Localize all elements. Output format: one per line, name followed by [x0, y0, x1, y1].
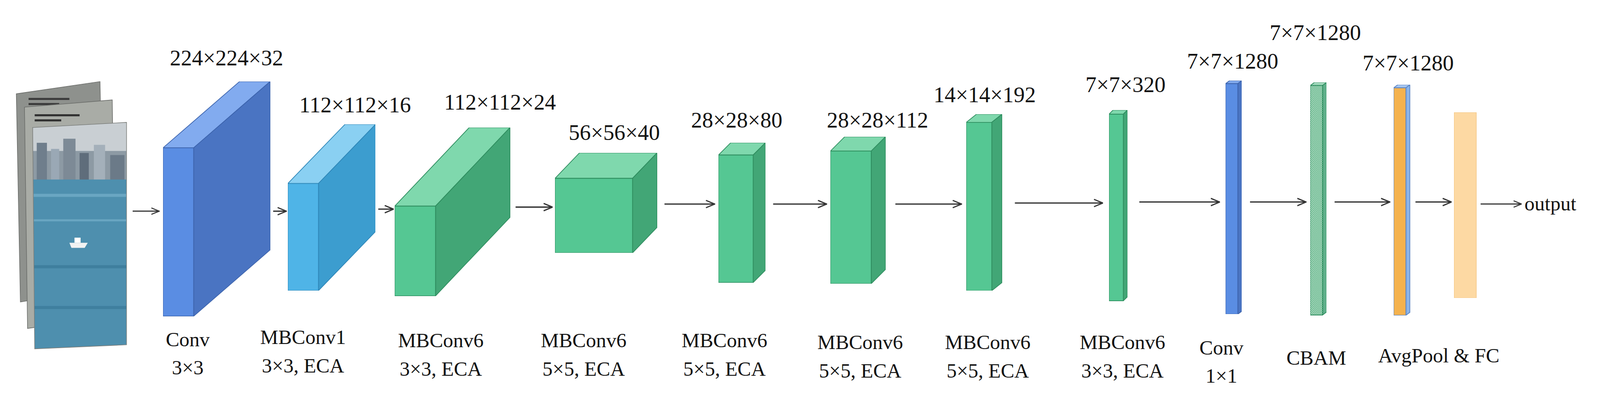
layer-caption: MBConv6 3×3, ECA — [387, 326, 494, 384]
block-shape — [394, 127, 510, 297]
layer-block: 112×112×16MBConv1 3×3, ECA — [287, 124, 376, 291]
layer-block: 112×112×24MBConv6 3×3, ECA — [394, 127, 510, 297]
layer-block: 7×7×1280 — [1393, 84, 1410, 316]
block-side — [1406, 84, 1411, 316]
dimension-label: 7×7×1280 — [1269, 17, 1361, 48]
block-front — [394, 206, 436, 297]
block-front — [1393, 87, 1407, 316]
output-arrow — [1480, 203, 1522, 205]
dimension-label: 224×224×32 — [169, 42, 284, 74]
flow-arrow — [1015, 202, 1104, 204]
flow-arrow — [1249, 201, 1307, 203]
block-shape — [1393, 84, 1410, 316]
block-side — [753, 142, 766, 283]
flow-arrow — [773, 203, 827, 205]
layer-caption: AvgPool & FC — [1378, 341, 1500, 371]
block-front — [163, 147, 194, 317]
flow-arrow — [1415, 201, 1452, 203]
flow-arrow — [273, 210, 287, 212]
dimension-label: 56×56×40 — [568, 116, 660, 148]
dimension-label: 28×28×80 — [691, 105, 783, 136]
block-front — [554, 178, 633, 254]
layer-block: 7×7×1280Conv 1×1 — [1225, 80, 1242, 315]
block-side — [871, 136, 886, 284]
block-shape — [554, 152, 658, 253]
output-label: output — [1524, 189, 1577, 219]
layer-block: 56×56×40MBConv6 5×5, ECA — [554, 152, 658, 253]
block-shape — [163, 81, 271, 317]
flow-arrow — [1334, 201, 1390, 203]
block-shape — [966, 114, 1003, 291]
block-front — [1225, 83, 1238, 315]
layer-block: 7×7×320MBConv6 3×3, ECA — [1109, 110, 1128, 301]
block-shape — [830, 136, 886, 284]
layer-caption: MBConv6 5×5, ECA — [671, 326, 778, 384]
input-arrow — [132, 210, 160, 212]
block-shape — [287, 124, 376, 291]
block-side — [992, 114, 1003, 291]
dimension-label: 14×14×192 — [933, 79, 1036, 111]
dimension-label: 7×7×320 — [1085, 69, 1166, 100]
dimension-label: 7×7×1280 — [1362, 47, 1454, 79]
dimension-label: 7×7×1280 — [1186, 45, 1279, 77]
block-side — [435, 127, 511, 297]
block-side — [632, 152, 658, 253]
block-front — [1454, 112, 1477, 298]
block-side — [1322, 82, 1327, 316]
layer-caption: MBConv6 3×3, ECA — [1069, 328, 1176, 386]
layer-block: 7×7×1280CBAM — [1310, 82, 1327, 316]
flow-arrow — [515, 206, 553, 208]
block-front — [287, 183, 319, 292]
layer-block: AvgPool & FC — [1454, 112, 1477, 298]
photo-stack — [16, 81, 129, 353]
block-front — [1310, 85, 1323, 316]
block-shape — [1109, 110, 1128, 301]
layer-block: 14×14×192MBConv6 5×5, ECA — [966, 114, 1003, 291]
block-side — [318, 124, 376, 291]
block-side — [1123, 110, 1128, 301]
block-shape — [1225, 80, 1242, 315]
block-front — [966, 122, 992, 292]
layer-caption: MBConv6 5×5, ECA — [530, 326, 637, 384]
layer-caption: CBAM — [1286, 344, 1347, 373]
block-shape — [718, 142, 766, 283]
block-shape — [1454, 112, 1477, 298]
block-side — [1237, 80, 1242, 315]
layer-caption: Conv 3×3 — [160, 325, 216, 383]
dimension-label: 112×112×16 — [299, 89, 412, 121]
dimension-label: 28×28×112 — [826, 105, 929, 136]
flow-arrow — [664, 203, 715, 205]
flow-arrow — [1139, 201, 1220, 203]
layer-caption: MBConv6 5×5, ECA — [934, 328, 1041, 386]
dimension-label: 112×112×24 — [443, 86, 556, 118]
flow-arrow — [378, 208, 394, 211]
layer-caption: Conv 1×1 — [1193, 333, 1250, 391]
layer-block: 28×28×80MBConv6 5×5, ECA — [718, 142, 766, 283]
block-front — [1109, 114, 1124, 301]
block-front — [718, 155, 754, 283]
block-front — [830, 151, 872, 284]
layer-caption: MBConv1 3×3, ECA — [250, 323, 357, 381]
block-shape — [1310, 82, 1327, 316]
layer-block: 28×28×112MBConv6 5×5, ECA — [830, 136, 886, 284]
layer-block: 224×224×32Conv 3×3 — [163, 81, 271, 317]
block-side — [193, 81, 271, 317]
flow-arrow — [895, 203, 962, 205]
layer-caption: MBConv6 5×5, ECA — [807, 328, 914, 386]
